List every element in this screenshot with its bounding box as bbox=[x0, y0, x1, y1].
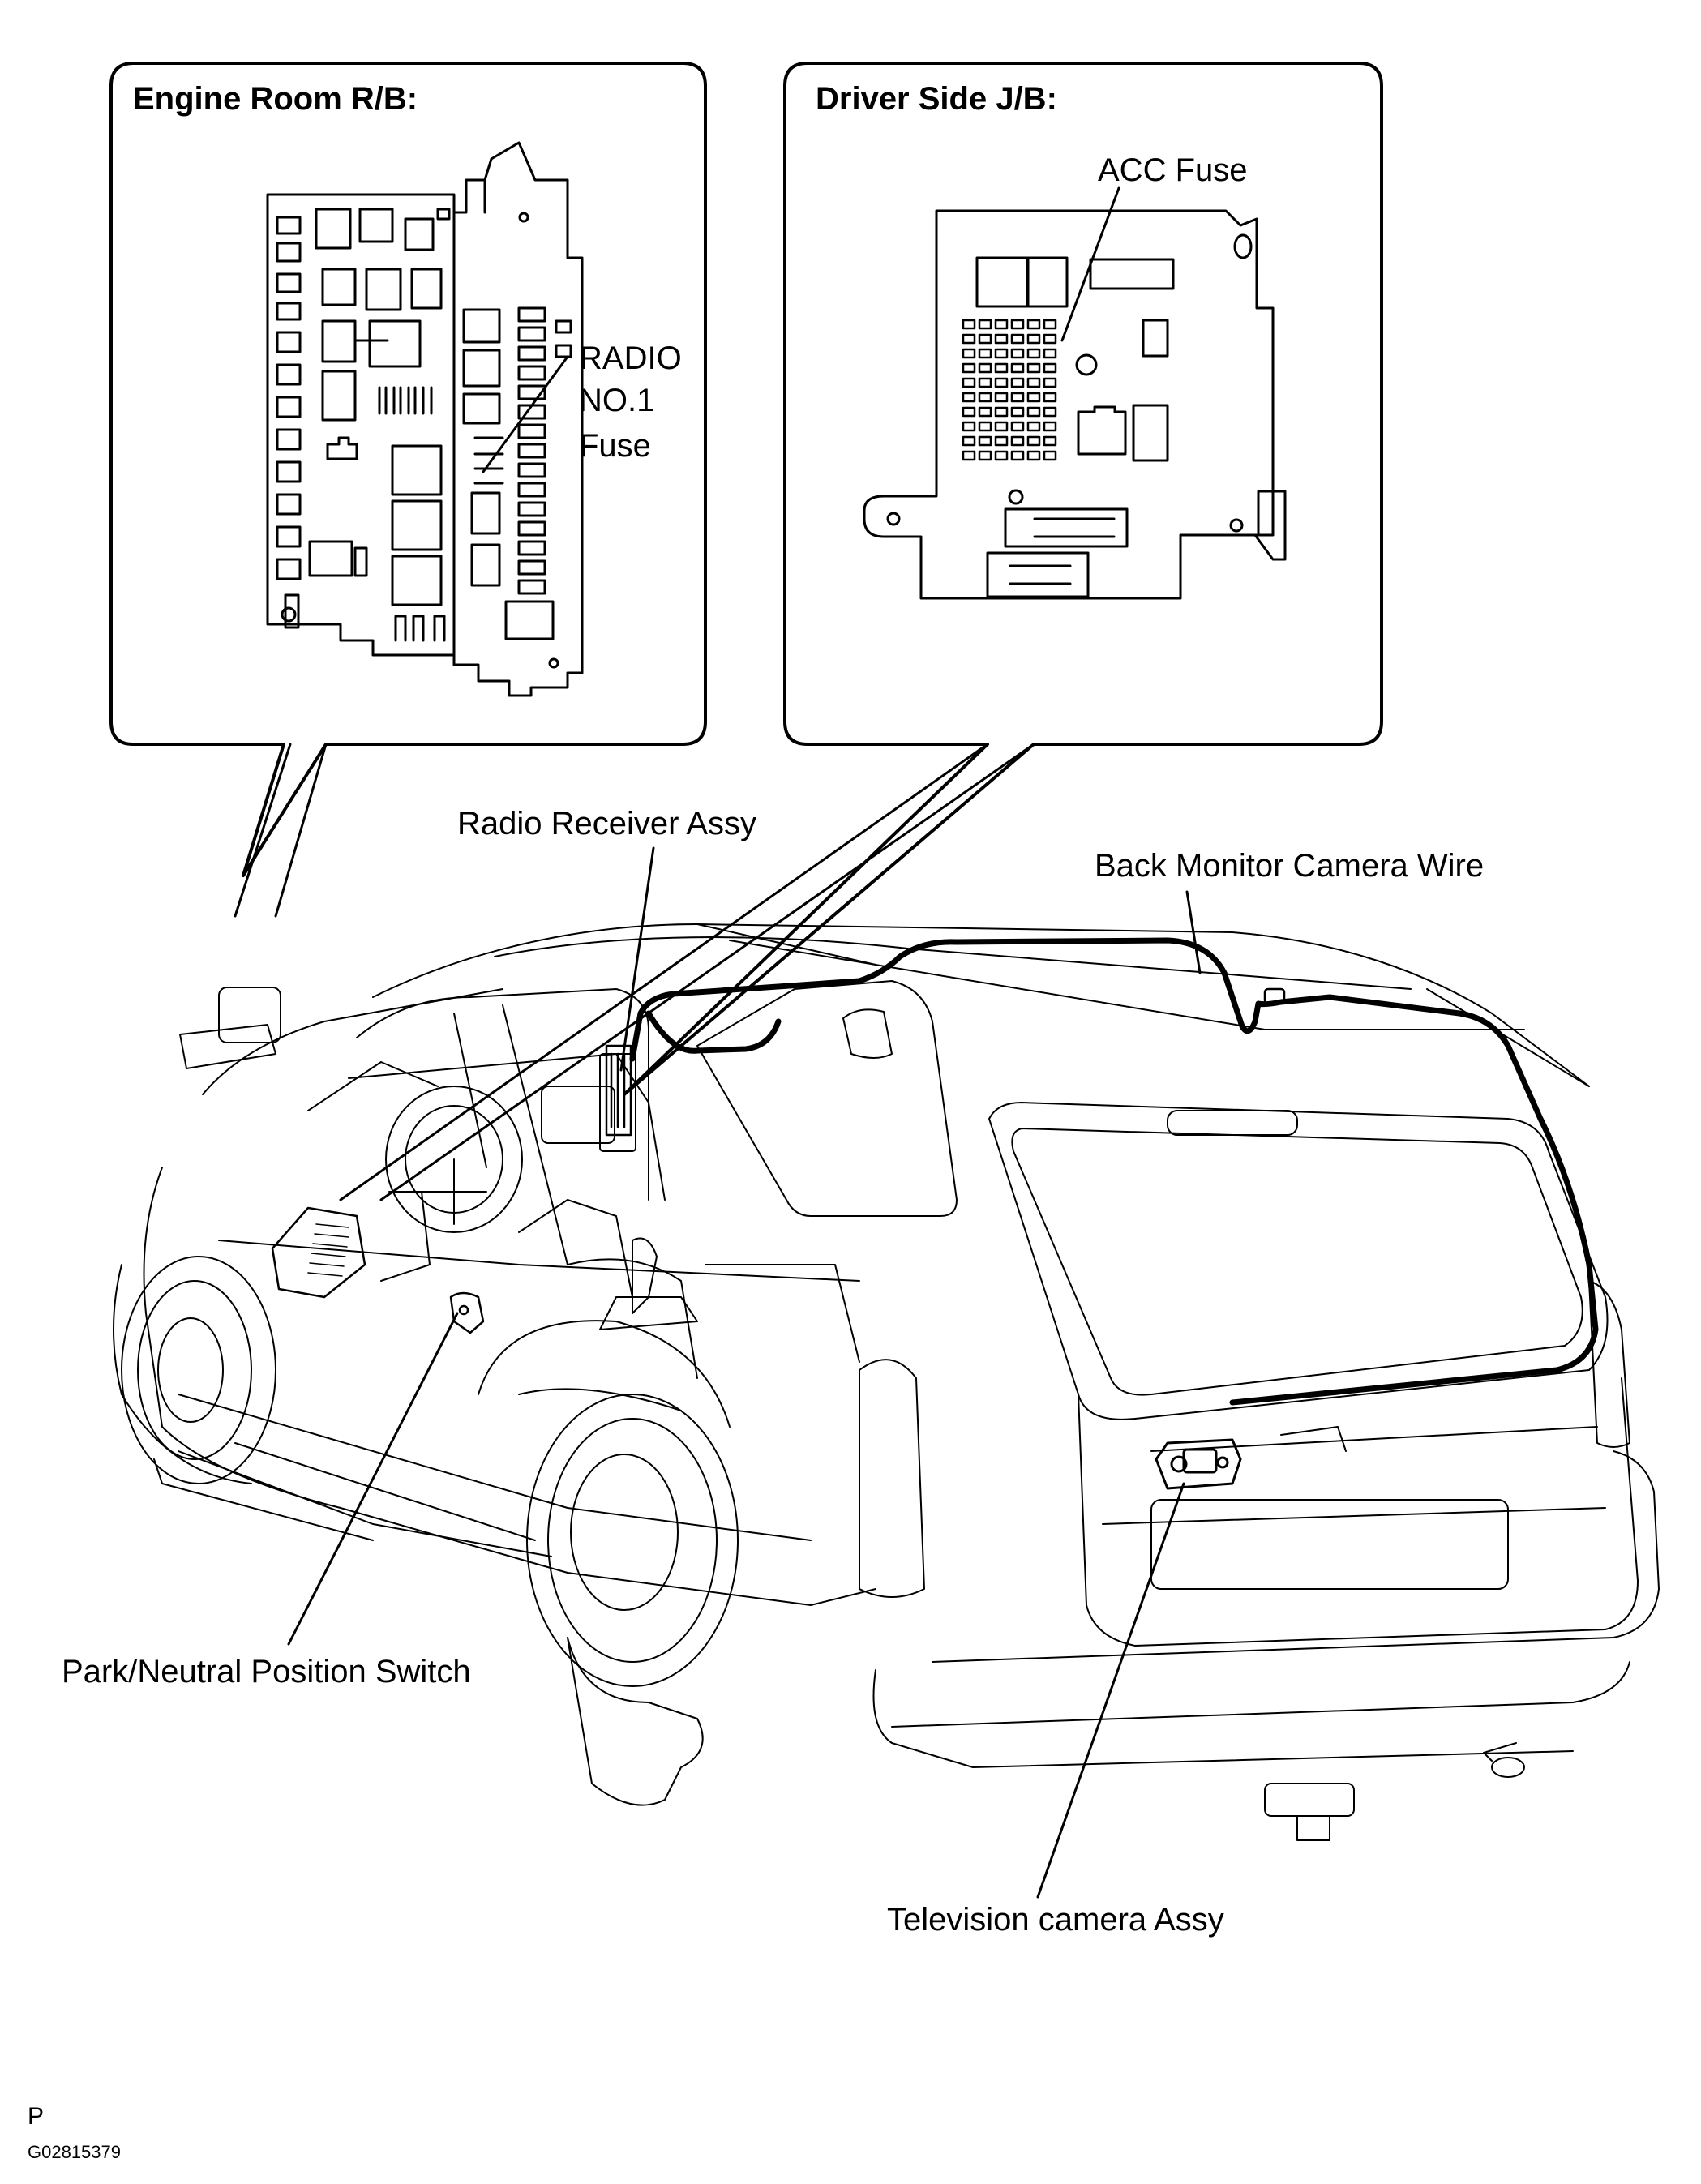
television-camera-part bbox=[1155, 1438, 1242, 1490]
wire-connector bbox=[1263, 987, 1286, 1005]
wire-dash-loop bbox=[645, 1010, 782, 1054]
radio-no1-fuse-label-line1: RADIO bbox=[579, 340, 682, 376]
radio-no1-fuse-label-line2: NO.1 bbox=[579, 383, 655, 418]
park-neutral-switch-part bbox=[449, 1291, 485, 1334]
acc-fuse-leader bbox=[1060, 186, 1120, 342]
vehicle-body bbox=[113, 923, 1660, 1841]
driver-side-junction-block bbox=[863, 209, 1287, 600]
figure-code: G02815379 bbox=[28, 2142, 121, 2162]
engine-room-panel-title: Engine Room R/B: bbox=[133, 81, 418, 117]
back-monitor-camera-wire bbox=[629, 937, 1599, 1406]
callout-leader-lines bbox=[287, 846, 1202, 1899]
footer-letter: P bbox=[28, 2103, 45, 2130]
vehicle-driver-jb bbox=[271, 1206, 366, 1299]
driver-side-panel-title: Driver Side J/B: bbox=[816, 81, 1057, 117]
back-monitor-camera-wire-label: Back Monitor Camera Wire bbox=[1095, 848, 1485, 884]
engine-room-rb-panel bbox=[109, 62, 707, 877]
engine-room-fuse-block bbox=[266, 141, 584, 697]
radio-receiver-unit bbox=[605, 1044, 632, 1137]
television-camera-assy-label: Television camera Assy bbox=[887, 1902, 1224, 1938]
radio-receiver-assy-label: Radio Receiver Assy bbox=[457, 806, 757, 841]
park-neutral-position-switch-label: Park/Neutral Position Switch bbox=[62, 1654, 471, 1689]
radio-fuse-leader bbox=[482, 355, 569, 473]
acc-fuse-label: ACC Fuse bbox=[1098, 152, 1248, 188]
radio-no1-fuse-label-line3: Fuse bbox=[579, 428, 651, 464]
